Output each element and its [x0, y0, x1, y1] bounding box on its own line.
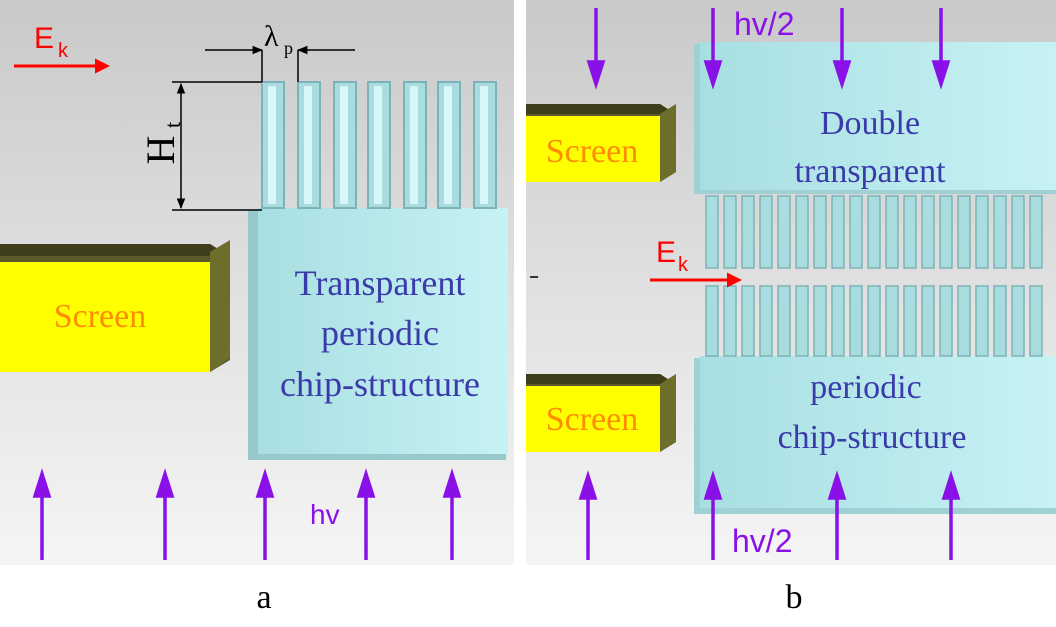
caption-a: a — [256, 579, 271, 616]
period-label-a: λ — [264, 20, 279, 53]
caption-b: b — [786, 579, 803, 616]
bottom-block-line2-b: chip-structure — [778, 419, 967, 456]
screen-label-a: Screen — [54, 298, 147, 335]
height-label-a: H — [138, 136, 183, 165]
screen-top-b: Screen — [526, 104, 676, 182]
field-sub-a: k — [58, 40, 69, 62]
photon-top-label-b: hv/2 — [734, 6, 794, 42]
structure-block-a: Transparent periodic chip-structure — [248, 208, 508, 460]
panel-b: Double transparent periodic chip-structu… — [526, 0, 1056, 616]
photon-arrows-down-b — [586, 8, 951, 90]
field-sub-b: k — [678, 254, 689, 276]
grating-teeth-a — [261, 81, 497, 209]
height-sub-a: t — [160, 122, 185, 128]
field-label-a: E — [34, 22, 54, 55]
photon-arrows-up-b — [578, 470, 961, 560]
bottom-block-line1-b: periodic — [810, 369, 921, 406]
structure-line2-a: periodic — [321, 313, 439, 353]
top-block-line1-b: Double — [820, 105, 920, 142]
photon-arrows-a — [32, 468, 462, 560]
field-arrow-b: E k — [650, 236, 742, 288]
structure-line3-a: chip-structure — [280, 364, 480, 404]
screen-bottom-label-b: Screen — [546, 401, 639, 438]
top-block-b: Double transparent — [694, 42, 1056, 194]
photon-bottom-label-b: hv/2 — [732, 523, 792, 559]
period-sub-a: p — [284, 38, 293, 58]
structure-line1-a: Transparent — [295, 263, 466, 303]
grating-teeth-upper-b — [705, 195, 1043, 269]
screen-bottom-b: Screen — [526, 374, 676, 452]
field-label-b: E — [656, 236, 676, 269]
field-arrow-a: E k — [14, 22, 110, 74]
bottom-block-b: periodic chip-structure — [694, 356, 1056, 514]
photon-label-a: hv — [310, 499, 340, 530]
screen-top-label-b: Screen — [546, 133, 639, 170]
screen-block-a: Screen — [0, 240, 230, 372]
dimension-height-a — [172, 81, 262, 211]
top-block-line2-b: transparent — [794, 153, 946, 190]
grating-teeth-lower-b — [705, 285, 1043, 357]
dimension-period-a — [205, 45, 355, 82]
panel-a: E k Screen Transparent periodic chip-str… — [0, 0, 514, 616]
